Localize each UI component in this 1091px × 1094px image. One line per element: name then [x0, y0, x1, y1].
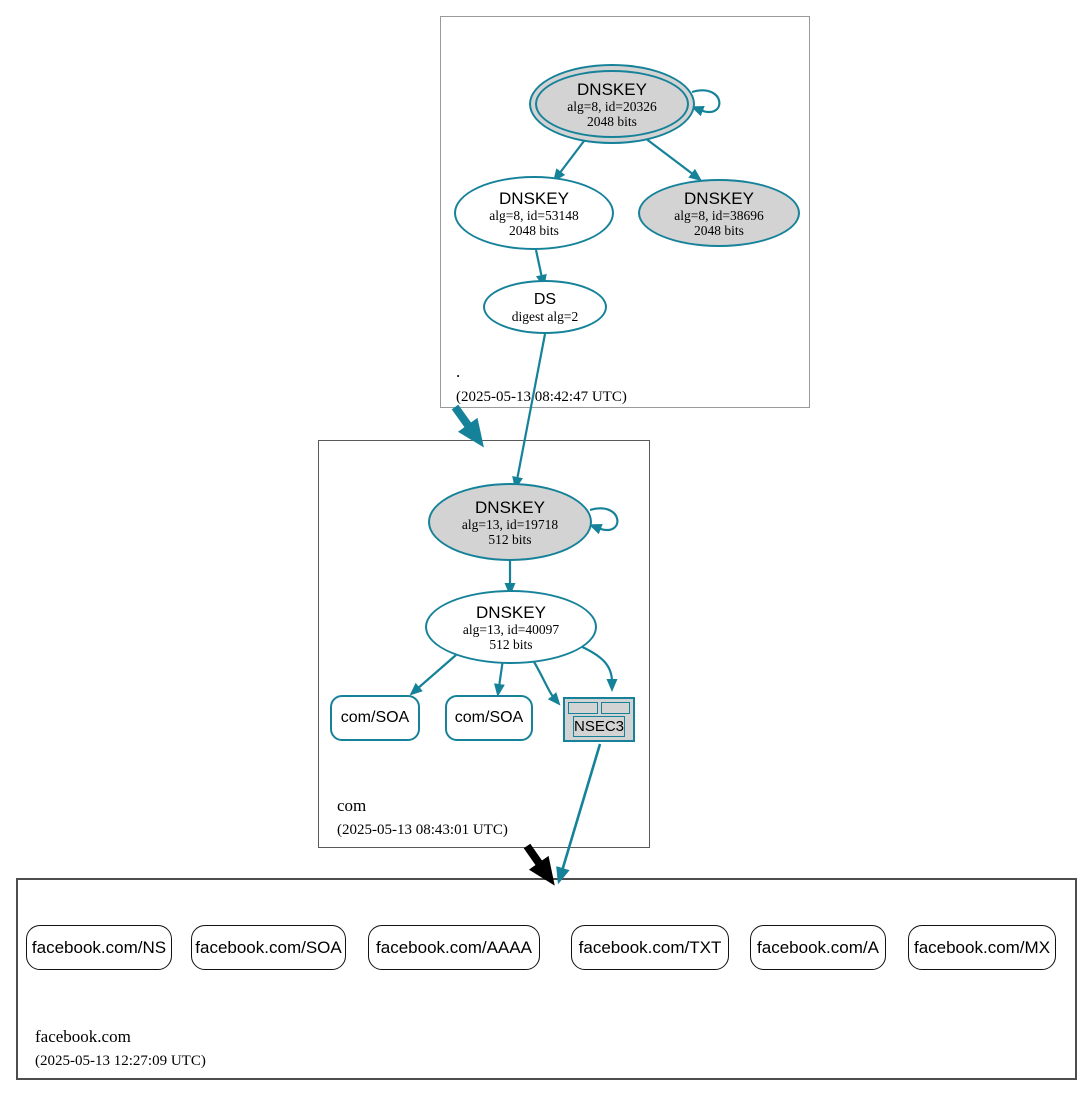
edge-delegation-com-to-facebook — [523, 843, 555, 886]
rrset-label: facebook.com/TXT — [578, 937, 722, 957]
rrset-label: facebook.com/AAAA — [376, 937, 532, 957]
zone-name-facebook-com: facebook.com — [35, 1027, 131, 1046]
node-detail: 2048 bits — [587, 113, 637, 129]
dnskey-node-38696[interactable]: DNSKEY alg=8, id=38696 2048 bits — [638, 179, 800, 247]
zone-box-com: com (2025-05-13 08:43:01 UTC) — [318, 440, 650, 848]
node-detail: alg=13, id=40097 — [462, 621, 560, 637]
rrset-facebook-soa[interactable]: facebook.com/SOA — [191, 925, 346, 970]
rrset-label: facebook.com/NS — [31, 937, 167, 957]
rrset-label: facebook.com/SOA — [195, 937, 342, 957]
node-title: DNSKEY — [475, 497, 545, 517]
nsec3-header-cells — [568, 702, 630, 714]
node-detail: 512 bits — [488, 531, 532, 547]
node-detail: 2048 bits — [509, 222, 559, 238]
node-title: DNSKEY — [577, 79, 647, 99]
node-detail: digest alg=2 — [511, 309, 579, 324]
dnskey-node-53148[interactable]: DNSKEY alg=8, id=53148 2048 bits — [454, 176, 614, 250]
zone-timestamp-com: (2025-05-13 08:43:01 UTC) — [337, 822, 508, 838]
edge-delegation-root-to-com — [451, 404, 484, 448]
dnskey-node-19718[interactable]: DNSKEY alg=13, id=19718 512 bits — [428, 483, 592, 561]
rrset-label: facebook.com/MX — [913, 937, 1051, 957]
node-title: DNSKEY — [684, 188, 754, 208]
rrset-facebook-aaaa[interactable]: facebook.com/AAAA — [368, 925, 540, 970]
node-title: DS — [533, 291, 557, 308]
node-detail: alg=8, id=20326 — [567, 98, 657, 114]
rrset-label: facebook.com/A — [757, 937, 879, 957]
node-detail: alg=8, id=53148 — [489, 207, 579, 223]
node-detail: 512 bits — [489, 636, 533, 652]
dnskey-20326-inner-ring: DNSKEY alg=8, id=20326 2048 bits — [535, 70, 689, 138]
rrset-facebook-ns[interactable]: facebook.com/NS — [26, 925, 172, 970]
rrset-com-soa-2[interactable]: com/SOA — [445, 695, 533, 741]
zone-timestamp-facebook-com: (2025-05-13 12:27:09 UTC) — [35, 1053, 206, 1069]
nsec3-cell — [568, 702, 598, 714]
nsec3-cell — [600, 702, 630, 714]
zone-name-com: com — [337, 796, 367, 815]
dnskey-node-20326[interactable]: DNSKEY alg=8, id=20326 2048 bits — [529, 64, 695, 144]
rrset-com-soa-1[interactable]: com/SOA — [330, 695, 420, 741]
node-title: DNSKEY — [476, 602, 546, 622]
rrset-facebook-mx[interactable]: facebook.com/MX — [908, 925, 1056, 970]
node-detail: alg=8, id=38696 — [674, 207, 764, 223]
node-detail: 2048 bits — [694, 222, 744, 238]
nsec3-label: NSEC3 — [572, 716, 626, 737]
node-title: DNSKEY — [499, 188, 569, 208]
rrset-label: com/SOA — [340, 709, 410, 726]
nsec3-node[interactable]: NSEC3 — [563, 697, 635, 742]
dnskey-node-40097[interactable]: DNSKEY alg=13, id=40097 512 bits — [425, 590, 597, 664]
node-detail: alg=13, id=19718 — [461, 516, 559, 532]
zone-box-facebook-com: facebook.com (2025-05-13 12:27:09 UTC) — [16, 878, 1077, 1080]
rrset-facebook-a[interactable]: facebook.com/A — [750, 925, 886, 970]
rrset-label: com/SOA — [454, 709, 524, 726]
zone-name-root: . — [456, 362, 461, 381]
zone-timestamp-root: (2025-05-13 08:42:47 UTC) — [456, 389, 627, 405]
rrset-facebook-txt[interactable]: facebook.com/TXT — [571, 925, 729, 970]
ds-node[interactable]: DS digest alg=2 — [483, 280, 607, 334]
